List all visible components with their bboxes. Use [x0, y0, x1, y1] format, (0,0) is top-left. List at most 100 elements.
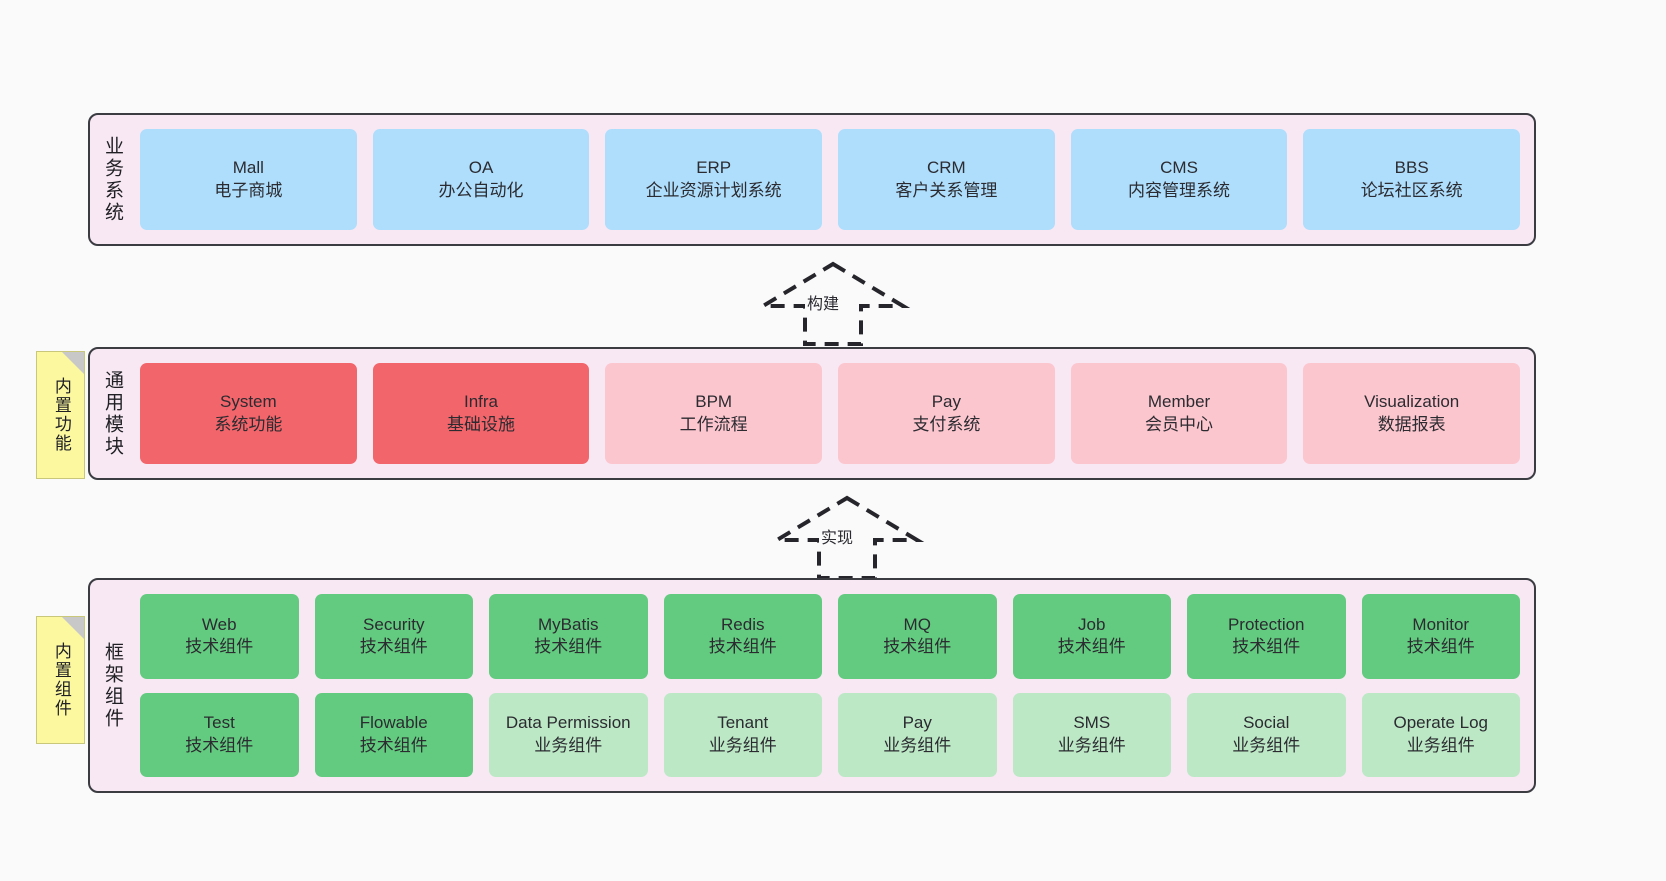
card-title: Security	[363, 614, 425, 634]
card-subtitle: 办公自动化	[438, 180, 524, 200]
card-tenant[interactable]: Tenant 业务组件	[663, 692, 822, 777]
card-mq[interactable]: MQ 技术组件	[838, 594, 997, 679]
card-title: Test	[203, 713, 235, 733]
card-oa[interactable]: OA 办公自动化	[372, 129, 590, 230]
card-security[interactable]: Security 技术组件	[314, 594, 473, 679]
card-title: MQ	[903, 614, 931, 634]
card-title: Protection	[1227, 614, 1305, 634]
layer-common-modules: 通用模块 System 系统功能 Infra 基础设施 BPM 工作流程 Pay…	[88, 347, 1536, 480]
card-subtitle: 业务组件	[708, 735, 777, 755]
card-subtitle: 技术组件	[883, 637, 952, 657]
card-test[interactable]: Test 技术组件	[140, 692, 299, 777]
note-fold-icon	[62, 352, 84, 374]
card-subtitle: 数据报表	[1377, 414, 1446, 434]
card-title: Social	[1243, 713, 1290, 733]
card-title: Monitor	[1412, 614, 1470, 634]
card-pay-business[interactable]: Pay 业务组件	[838, 692, 997, 777]
card-title: OA	[468, 158, 494, 178]
card-web[interactable]: Web 技术组件	[140, 594, 299, 679]
card-subtitle: 系统功能	[214, 414, 283, 434]
card-title: Visualization	[1364, 392, 1460, 412]
layer-business-systems: 业务系统 Mall 电子商城 OA 办公自动化 ERP 企业资源计划系统 CRM…	[88, 113, 1536, 246]
card-subtitle: 技术组件	[1406, 637, 1475, 657]
card-subtitle: 业务组件	[534, 735, 603, 755]
layer-title-framework-components: 框架组件	[101, 641, 123, 730]
card-subtitle: 基础设施	[447, 414, 515, 434]
card-member[interactable]: Member 会员中心	[1070, 363, 1288, 464]
card-data-permission[interactable]: Data Permission 业务组件	[489, 692, 648, 777]
layer-framework-components: 框架组件 Web 技术组件 Security 技术组件 MyBatis 技术组件…	[88, 578, 1536, 793]
connector-build: 构建	[755, 260, 911, 346]
card-visualization[interactable]: Visualization 数据报表	[1303, 363, 1521, 464]
card-mybatis[interactable]: MyBatis 技术组件	[489, 594, 648, 679]
card-title: Redis	[721, 614, 765, 634]
card-title: ERP	[696, 158, 732, 178]
card-subtitle: 会员中心	[1145, 414, 1214, 434]
card-bpm[interactable]: BPM 工作流程	[605, 363, 823, 464]
note-label: 内置组件	[51, 642, 71, 718]
connector-implement: 实现	[769, 494, 925, 580]
card-row: System 系统功能 Infra 基础设施 BPM 工作流程 Pay 支付系统…	[140, 363, 1521, 464]
card-title: BBS	[1394, 158, 1429, 178]
card-title: Pay	[931, 392, 961, 412]
card-subtitle: 业务组件	[883, 735, 952, 755]
card-sms[interactable]: SMS 业务组件	[1012, 692, 1171, 777]
card-subtitle: 电子商城	[214, 180, 283, 200]
card-subtitle: 支付系统	[912, 414, 981, 434]
layer-body-common-modules: System 系统功能 Infra 基础设施 BPM 工作流程 Pay 支付系统…	[134, 349, 1534, 478]
layer-body-framework-components: Web 技术组件 Security 技术组件 MyBatis 技术组件 Redi…	[134, 580, 1534, 791]
note-fold-icon	[62, 617, 84, 639]
card-subtitle: 技术组件	[534, 637, 603, 657]
card-title: Web	[201, 614, 237, 634]
card-title: BPM	[695, 392, 733, 412]
layer-title-business-systems: 业务系统	[101, 135, 123, 224]
card-bbs[interactable]: BBS 论坛社区系统	[1303, 129, 1521, 230]
card-row: Test 技术组件 Flowable 技术组件 Data Permission …	[140, 692, 1520, 777]
card-crm[interactable]: CRM 客户关系管理	[838, 129, 1055, 230]
card-system[interactable]: System 系统功能	[140, 363, 357, 464]
card-redis[interactable]: Redis 技术组件	[663, 594, 822, 679]
card-operate-log[interactable]: Operate Log 业务组件	[1361, 692, 1520, 777]
card-monitor[interactable]: Monitor 技术组件	[1361, 594, 1520, 679]
card-subtitle: 技术组件	[708, 637, 777, 657]
card-cms[interactable]: CMS 内容管理系统	[1070, 129, 1288, 230]
card-erp[interactable]: ERP 企业资源计划系统	[605, 129, 823, 230]
layer-body-business-systems: Mall 电子商城 OA 办公自动化 ERP 企业资源计划系统 CRM 客户关系…	[134, 115, 1534, 244]
card-title: System	[219, 392, 277, 412]
connector-label-build: 构建	[805, 290, 842, 314]
card-row: Web 技术组件 Security 技术组件 MyBatis 技术组件 Redi…	[140, 594, 1520, 679]
card-social[interactable]: Social 业务组件	[1187, 692, 1346, 777]
note-label: 内置功能	[51, 377, 71, 453]
card-row: Mall 电子商城 OA 办公自动化 ERP 企业资源计划系统 CRM 客户关系…	[140, 129, 1521, 230]
card-subtitle: 技术组件	[359, 637, 428, 657]
card-subtitle: 内容管理系统	[1128, 180, 1231, 200]
card-flowable[interactable]: Flowable 技术组件	[314, 692, 473, 777]
card-subtitle: 技术组件	[1232, 637, 1301, 657]
card-subtitle: 企业资源计划系统	[645, 180, 782, 200]
card-subtitle: 技术组件	[359, 735, 428, 755]
card-title: CMS	[1160, 158, 1198, 178]
card-subtitle: 技术组件	[185, 637, 254, 657]
card-title: CRM	[926, 158, 966, 178]
card-subtitle: 论坛社区系统	[1360, 180, 1463, 200]
card-protection[interactable]: Protection 技术组件	[1187, 594, 1346, 679]
card-title: Member	[1147, 392, 1211, 412]
card-title: Flowable	[359, 713, 428, 733]
card-title: MyBatis	[538, 614, 599, 634]
card-infra[interactable]: Infra 基础设施	[372, 363, 590, 464]
card-subtitle: 业务组件	[1406, 735, 1475, 755]
card-title: Pay	[902, 713, 932, 733]
card-pay[interactable]: Pay 支付系统	[838, 363, 1055, 464]
card-title: Tenant	[717, 713, 769, 733]
note-builtin-components: 内置组件	[36, 616, 85, 744]
card-job[interactable]: Job 技术组件	[1012, 594, 1171, 679]
card-subtitle: 业务组件	[1232, 735, 1301, 755]
card-subtitle: 技术组件	[185, 735, 254, 755]
card-title: Infra	[463, 392, 499, 412]
card-title: SMS	[1073, 713, 1111, 733]
card-subtitle: 技术组件	[1057, 637, 1126, 657]
card-title: Data Permission	[505, 713, 631, 733]
card-mall[interactable]: Mall 电子商城	[140, 129, 357, 230]
card-subtitle: 业务组件	[1057, 735, 1126, 755]
